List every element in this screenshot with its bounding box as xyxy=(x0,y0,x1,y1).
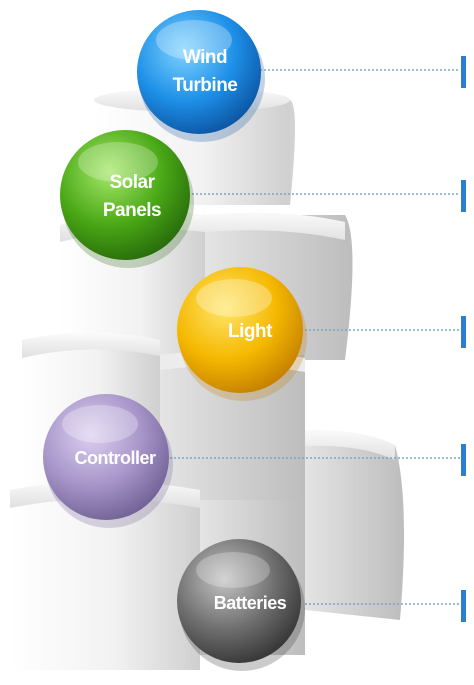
bubble-light[interactable]: Light xyxy=(177,267,307,401)
bubble-controller[interactable]: Controller xyxy=(43,394,173,528)
component-bubbles: Wind Turbine Solar Panels Light Controll… xyxy=(43,10,307,671)
connector-lines xyxy=(170,56,466,622)
marker-solar-panels xyxy=(461,180,466,212)
marker-wind-turbine xyxy=(461,56,466,88)
block-tier-4 xyxy=(305,429,404,620)
bubble-batteries[interactable]: Batteries xyxy=(177,539,305,671)
bubble-controller-label: Controller xyxy=(74,448,155,468)
bubble-wind-turbine[interactable]: Wind Turbine xyxy=(137,10,265,142)
bubble-solar-panels-label-line-1: Solar xyxy=(109,172,155,193)
bubble-batteries-sphere xyxy=(177,539,301,663)
bubble-solar-panels-sphere xyxy=(60,130,190,260)
bubble-solar-panels-label-line-2: Panels xyxy=(103,200,161,221)
bubble-wind-turbine-label-line-1: Wind xyxy=(183,47,227,68)
bubble-solar-panels[interactable]: Solar Panels xyxy=(60,130,194,268)
marker-light xyxy=(461,316,466,348)
bubble-wind-turbine-sphere xyxy=(137,10,261,134)
marker-controller xyxy=(461,444,466,476)
bubble-batteries-label: Batteries xyxy=(214,593,287,613)
bubble-light-label: Light xyxy=(228,321,273,342)
marker-batteries xyxy=(461,590,466,622)
bubble-wind-turbine-label-line-2: Turbine xyxy=(173,75,238,96)
bubble-controller-sphere xyxy=(43,394,169,520)
bubble-light-sphere xyxy=(177,267,303,393)
